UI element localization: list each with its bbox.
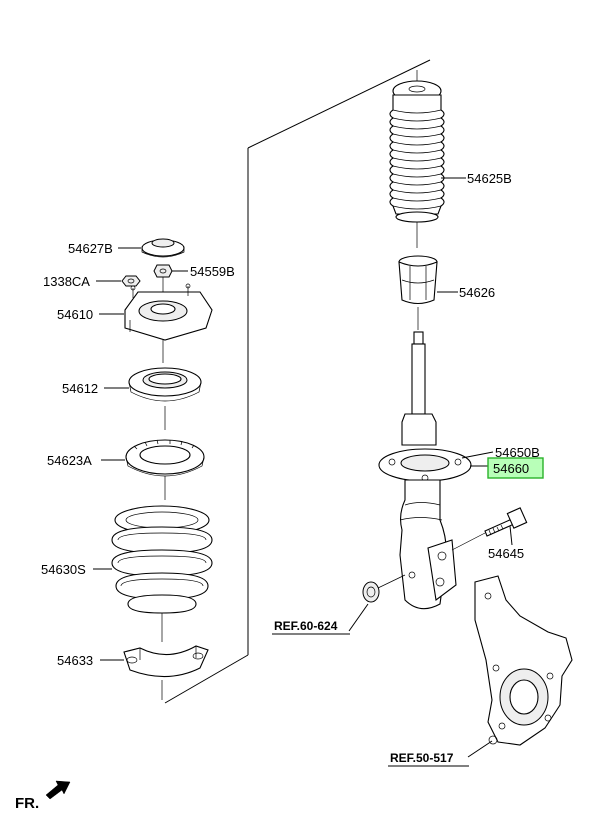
strut-mount-part[interactable] bbox=[124, 283, 213, 341]
fr-label: FR. bbox=[15, 795, 39, 812]
nut-part[interactable] bbox=[362, 581, 380, 603]
bump-stopper-part[interactable] bbox=[398, 255, 438, 305]
label-54623A: 54623A bbox=[47, 453, 92, 468]
label-1338CA: 1338CA bbox=[43, 274, 90, 289]
ref-60-624[interactable]: REF.60-624 bbox=[272, 619, 350, 635]
ref-50-517[interactable]: REF.50-517 bbox=[388, 751, 469, 767]
leader-lines bbox=[93, 177, 513, 758]
bearing-part[interactable] bbox=[128, 367, 202, 402]
label-54610: 54610 bbox=[57, 307, 93, 322]
label-54627B: 54627B bbox=[68, 241, 113, 256]
spring-pad-part[interactable] bbox=[125, 439, 205, 477]
coil-spring-part[interactable] bbox=[111, 505, 213, 614]
exploded-frame bbox=[164, 59, 431, 704]
label-54559B: 54559B bbox=[190, 264, 235, 279]
ref-50-517-label[interactable]: REF.50-517 bbox=[390, 751, 454, 765]
label-54612: 54612 bbox=[62, 381, 98, 396]
label-54633: 54633 bbox=[57, 653, 93, 668]
label-54626: 54626 bbox=[459, 285, 495, 300]
arrow-icon bbox=[45, 780, 71, 800]
lower-spring-pad-part[interactable] bbox=[123, 645, 209, 678]
steering-knuckle-part[interactable] bbox=[474, 575, 573, 746]
highlight-box bbox=[487, 457, 544, 479]
label-54630S: 54630S bbox=[41, 562, 86, 577]
small-nut-part[interactable] bbox=[121, 275, 141, 287]
label-54650B: 54650B bbox=[495, 445, 540, 460]
strut-assembly-part[interactable] bbox=[378, 331, 472, 610]
lock-nut-part[interactable] bbox=[153, 264, 173, 278]
dust-boot-part[interactable] bbox=[389, 70, 445, 223]
front-direction-indicator: FR. bbox=[15, 780, 71, 812]
bolt-part[interactable] bbox=[484, 507, 528, 537]
top-cap-part[interactable] bbox=[141, 238, 185, 258]
label-54645: 54645 bbox=[488, 546, 524, 561]
ref-60-624-label[interactable]: REF.60-624 bbox=[274, 619, 338, 633]
label-54660[interactable]: 54660 bbox=[493, 461, 529, 476]
label-54625B: 54625B bbox=[467, 171, 512, 186]
